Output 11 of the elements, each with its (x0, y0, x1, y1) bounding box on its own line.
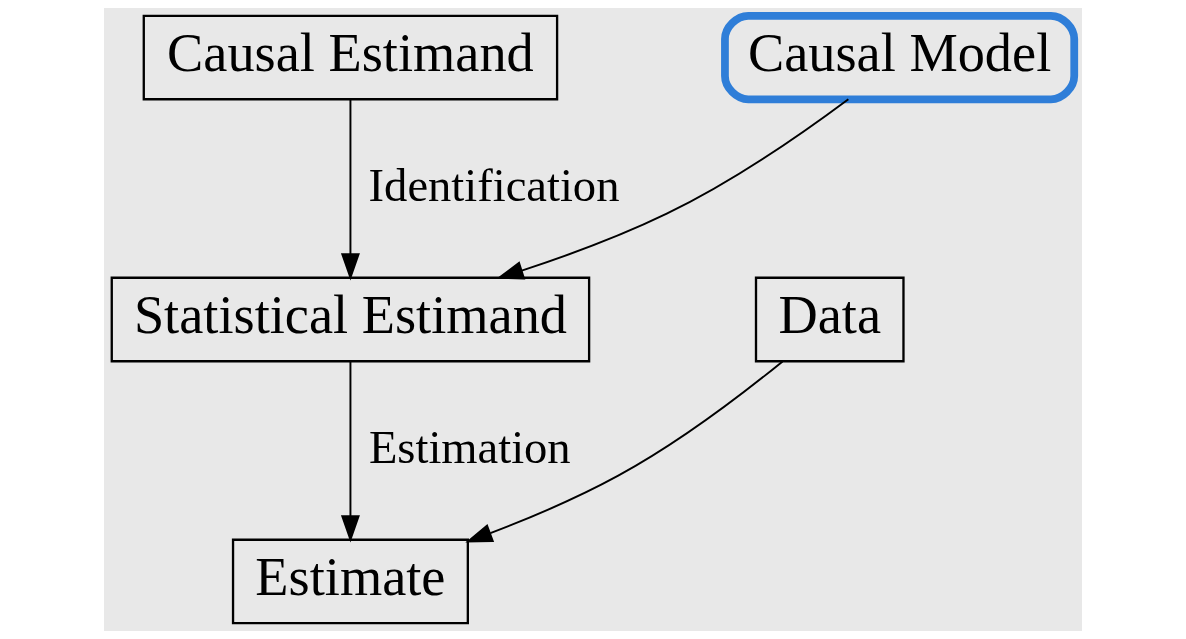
node-box: Statistical Estimand (110, 276, 591, 363)
arrow (465, 360, 784, 543)
node-box: Estimate (231, 538, 469, 625)
node-box: Data (754, 276, 905, 363)
edge-label: Estimation (368, 421, 571, 473)
edge-label: Identification (368, 159, 620, 211)
arrow (340, 360, 360, 543)
arrow (340, 98, 360, 281)
arrow (496, 98, 850, 280)
node-box: Causal Model (721, 11, 1079, 104)
node-box: Causal Estimand (142, 14, 559, 101)
